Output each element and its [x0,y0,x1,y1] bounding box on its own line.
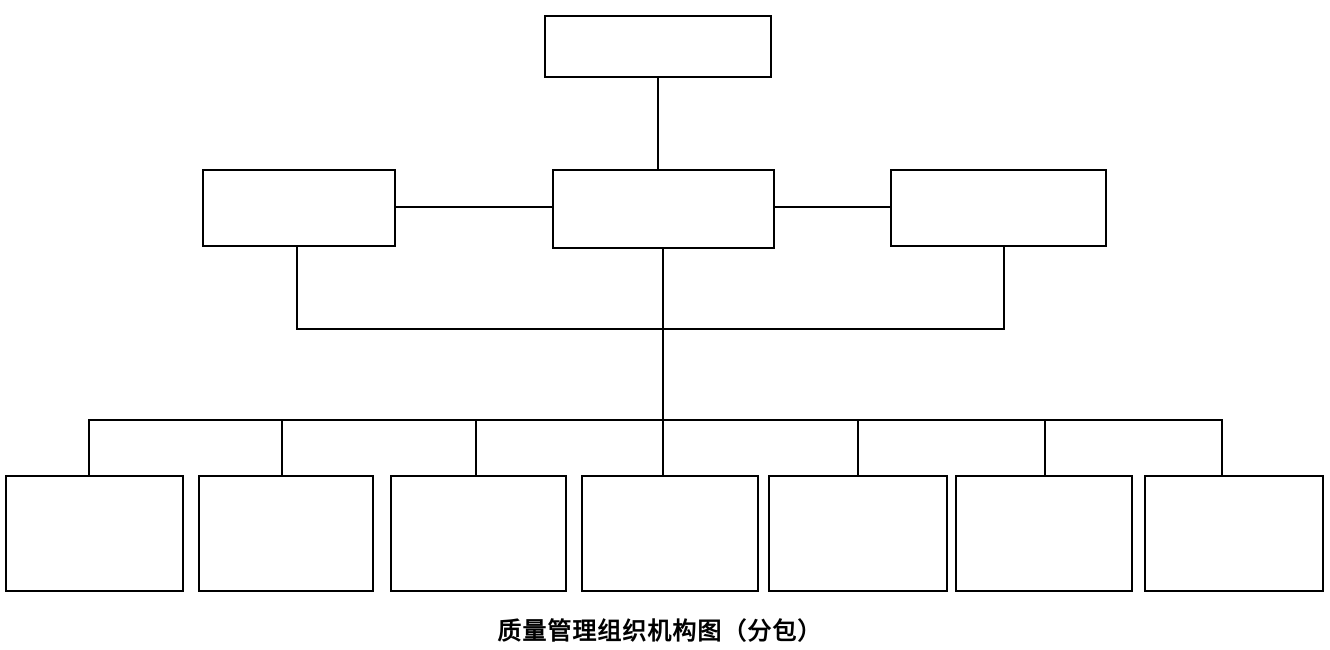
org-node-bottom-5 [768,475,948,592]
org-node-bottom-6 [955,475,1133,592]
org-node-top [544,15,772,78]
connector-center-trunk [662,248,664,475]
org-node-bottom-1 [5,475,184,592]
connector-left-to-center [395,206,553,208]
connector-center-to-right [774,206,891,208]
connector-drop-bottom-5 [857,419,859,475]
org-node-row2-center [552,169,775,249]
org-node-bottom-7 [1144,475,1324,592]
org-node-bottom-3 [390,475,567,592]
connector-mid-rail [296,328,1005,330]
org-node-row2-left [202,169,396,247]
org-node-bottom-4 [581,475,759,592]
connector-bottom-rail [88,419,1223,421]
connector-left-down [296,246,298,330]
connector-top-to-center [657,77,659,170]
connector-drop-bottom-2 [281,419,283,475]
org-node-row2-right [890,169,1107,247]
connector-right-down [1003,246,1005,330]
diagram-caption: 质量管理组织机构图（分包） [497,619,823,645]
connector-drop-bottom-1 [88,419,90,475]
connector-drop-bottom-3 [475,419,477,475]
connector-drop-bottom-6 [1044,419,1046,475]
org-node-bottom-2 [198,475,374,592]
connector-drop-bottom-7 [1221,419,1223,475]
